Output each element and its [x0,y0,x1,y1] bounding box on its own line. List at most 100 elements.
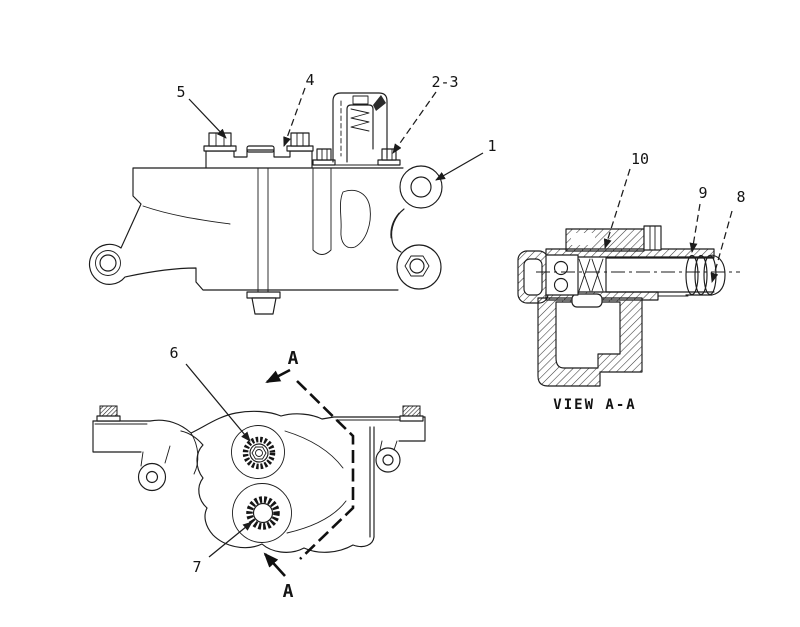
leader-7 [208,521,253,558]
top-plate [205,149,313,169]
bv-lobe-edges [369,426,375,538]
callout-part-7: 7 [192,521,253,576]
boss-7-port [252,502,274,524]
callout-label-5: 5 [176,83,185,101]
pocket-contour-inner [390,212,400,239]
callout-part-5: 5 [176,83,227,139]
bv-left-mass-side [180,430,208,509]
bv-left-lug-links [140,445,171,467]
callout-label-8: 8 [736,188,745,206]
bracket-inner [346,104,374,163]
callout-part-1: 1 [435,137,497,181]
section-arrow-bottom-label: A [283,581,294,602]
arm-inner-contour [142,205,231,225]
bracket-nut [352,95,369,105]
callout-part-8: 8 [710,188,746,283]
bolt5-head [208,132,232,147]
bolt-right-washer [286,145,314,152]
upper-ear [399,165,443,209]
bracket-shading [373,95,386,111]
bolt-mid-facets [321,148,328,161]
inner-spring [578,258,604,292]
section-arrow-top: A [265,348,299,384]
right-lug-hole [382,454,394,466]
left-lug [137,462,167,492]
bottom-view: A A 6 7 [92,344,426,602]
lower-pad [232,483,292,543]
section-arrow-bottom: A [263,552,294,602]
leader-8 [710,210,733,283]
bv-right-lug-links [379,440,398,451]
right-lug [375,447,401,473]
section-caption: VIEW A-A [553,397,636,413]
section-bolt-facets [649,225,656,251]
leader-5 [188,98,227,139]
boss-7-knurl-ring [246,496,280,530]
upper-pad [231,425,285,479]
section-arrow-top-line [265,368,291,384]
bolt-mid-washer [312,159,336,166]
housing-body-outline [88,167,404,291]
bolt5-washer [203,145,237,152]
left-cap-inner [523,258,543,296]
callout-part-9: 9 [689,184,708,253]
section-a-a-view: 10 9 8 VIEW A-A [517,150,746,413]
bolt-right-facets [296,132,304,147]
callout-label-9: 9 [698,184,707,202]
callout-label-4: 4 [305,71,314,89]
section-bolt-head [643,225,662,251]
boss-6-knurl-ring [242,436,276,470]
callout-part-2-3: 2-3 [392,73,459,154]
callout-label-6: 6 [169,344,178,362]
bolt-right-head [290,132,310,147]
callout-label-2-3: 2-3 [431,73,458,91]
plug-flange [246,291,281,299]
bolt23-washer [377,159,401,166]
bolt23-head [381,148,397,161]
callout-label-1: 1 [487,137,496,155]
lower-ear [396,244,442,290]
filler-cap [246,145,275,153]
left-boss-hole [99,254,117,272]
side-view: 5 4 2-3 1 [88,71,497,315]
lower-body-section [537,297,643,387]
pocket-contour [390,208,405,253]
upper-ear-hole [410,176,432,198]
left-boss-ring [95,250,121,276]
valve-port-lower [553,277,569,293]
bracket-spring [350,108,370,132]
callout-part-6: 6 [169,344,251,442]
left-lug-hole [145,470,159,484]
section-cut-line [296,380,355,560]
leader-9 [689,203,701,253]
center-stud [257,167,269,293]
bolt-mid-head [316,148,332,161]
bv-interior-curves-right [284,430,347,534]
bv-top-contour [92,410,426,434]
section-arrow-bottom-line [263,552,286,577]
callout-label-10: 10 [631,150,649,168]
cavity-contour [339,189,371,249]
plunger-rod [605,257,715,293]
bv-left-bolt-base [96,415,121,422]
leader-10 [603,168,631,249]
bv-interior-curve-left [190,432,199,475]
valve-seat-tab [571,293,603,308]
bv-bottom-contour [204,507,375,553]
leader-6 [185,363,251,442]
lower-ear-hex [404,255,430,277]
boss-6-center [255,449,263,457]
bore-lines [312,167,332,255]
leader-1 [435,152,484,181]
callout-label-7: 7 [192,558,201,576]
callout-part-10: 10 [603,150,649,249]
boss-6-hex [251,446,267,460]
valve-port-upper [553,260,569,276]
bracket-outer [332,92,388,163]
bv-left-end [92,420,142,453]
section-arrow-top-label: A [288,348,299,369]
drain-plug [251,297,277,315]
leader-2-3 [392,91,437,154]
